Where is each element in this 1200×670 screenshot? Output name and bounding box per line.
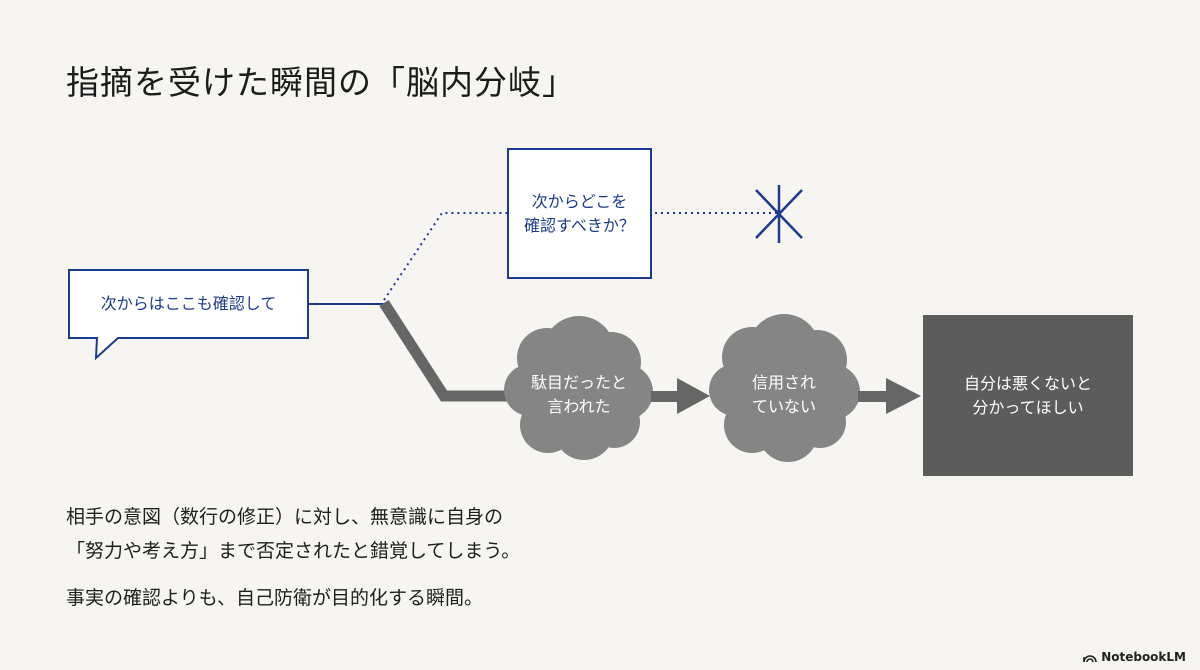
dotted-path-upper — [383, 212, 508, 301]
cloud-2-text: 信用され ていない — [751, 373, 816, 416]
arrow-1 — [651, 378, 710, 414]
body-line-3: 事実の確認よりも、自己防衛が目的化する瞬間。 — [66, 587, 484, 609]
notebooklm-logo-icon — [1083, 655, 1097, 663]
page-title: 指摘を受けた瞬間の「脳内分岐」 — [66, 63, 576, 102]
dotted-box-shape — [507, 148, 652, 279]
footer-brand: NotebookLM — [1083, 650, 1186, 664]
dotted-box-text: 次からどこを 確認すべきか？ — [524, 191, 635, 235]
cloud-1-text: 駄目だったと 言われた — [530, 373, 627, 416]
speech-bubble-shape — [68, 269, 309, 361]
body-line-1: 相手の意図（数行の修正）に対し、無意識に自身の — [66, 506, 504, 528]
dark-box-shape — [923, 315, 1133, 476]
dead-end-x-icon — [755, 185, 803, 243]
cloud-shape-2 — [709, 314, 860, 462]
footer-brand-text: NotebookLM — [1101, 650, 1186, 664]
cloud-shape-1 — [504, 316, 653, 460]
gray-path-lower — [379, 300, 510, 402]
body-line-2: 「努力や考え方」まで否定されたと錯覚してしまう。 — [66, 540, 521, 562]
arrow-2 — [858, 378, 921, 414]
dark-box-text: 自分は悪くないと 分かってほしい — [963, 373, 1092, 417]
speech-bubble-text: 次からはここも確認して — [100, 294, 277, 313]
